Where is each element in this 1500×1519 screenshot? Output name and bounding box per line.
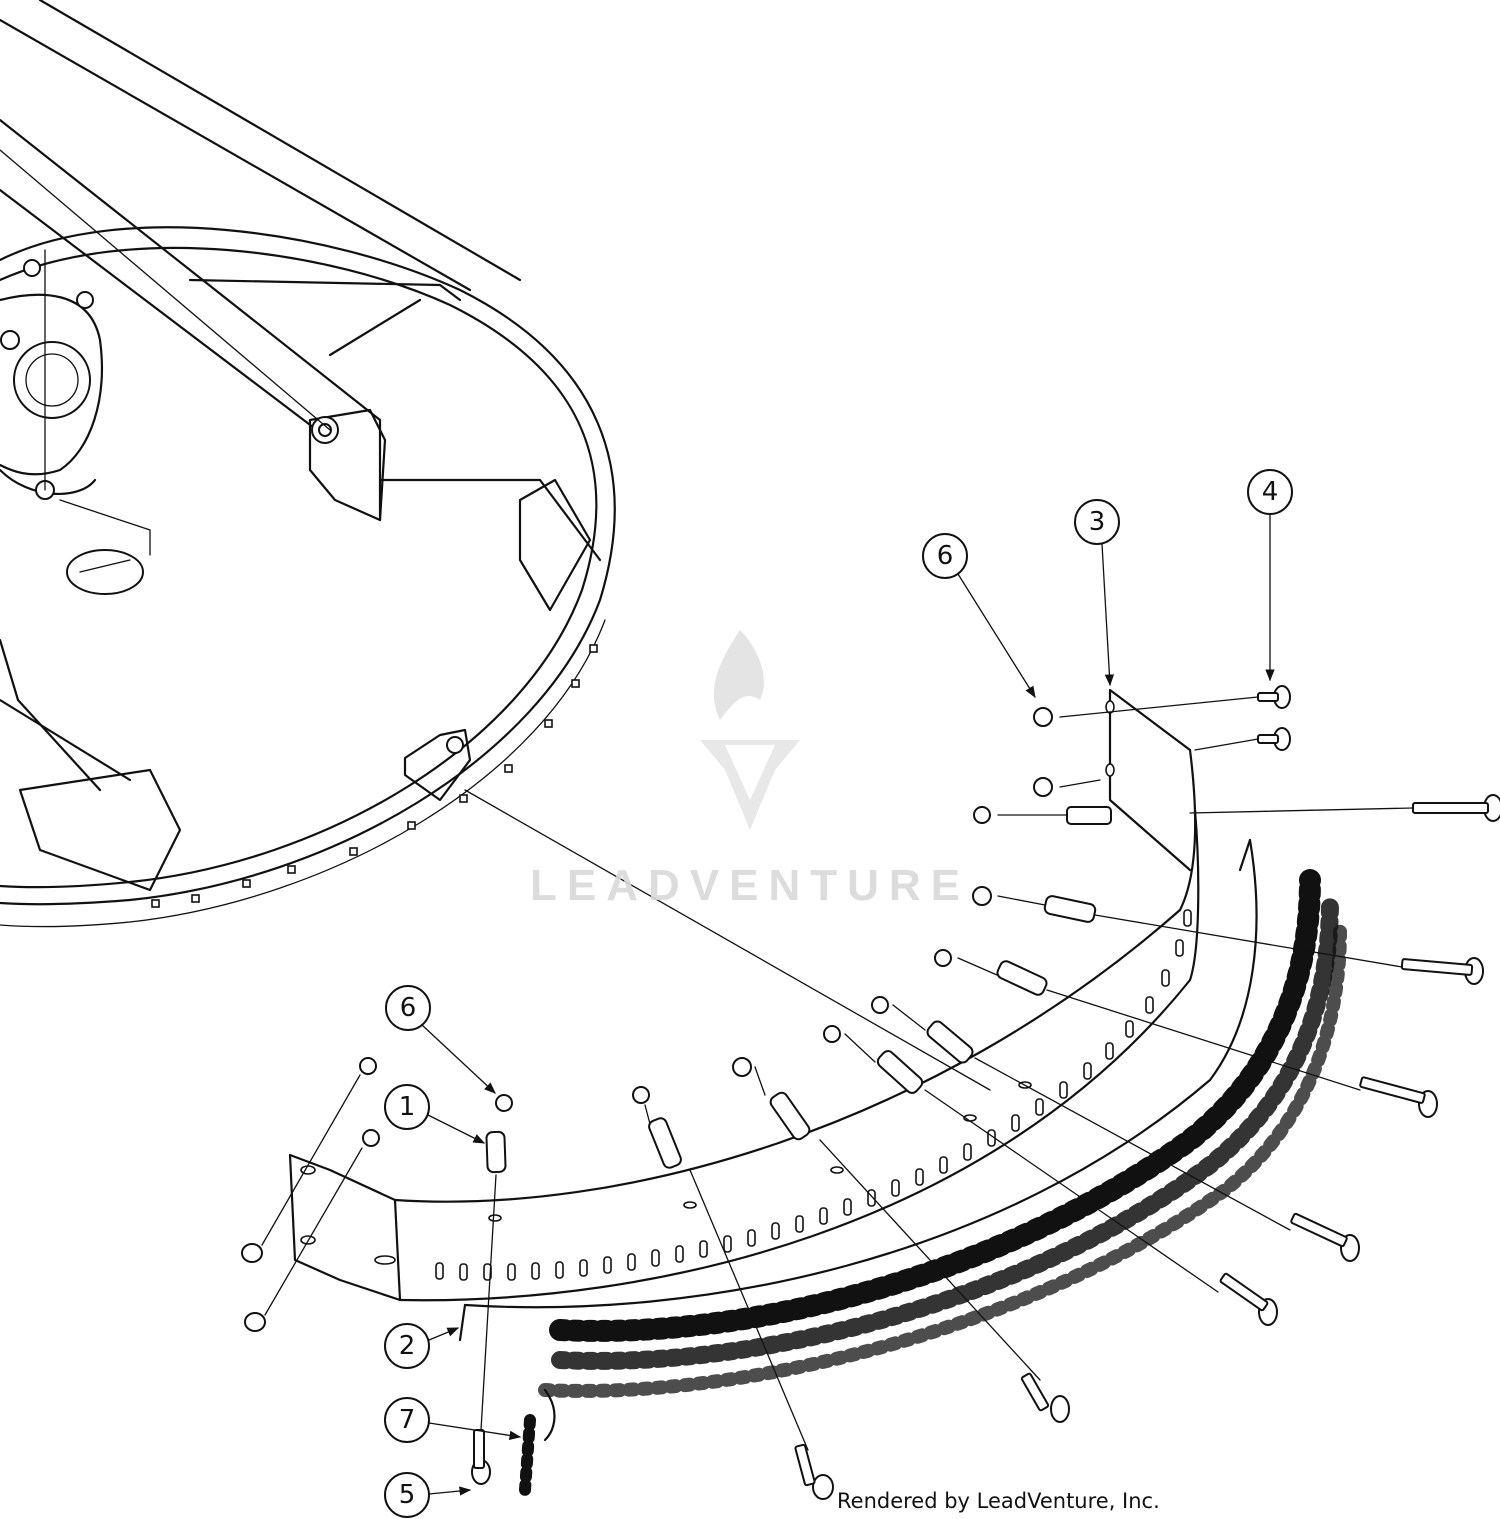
callout-1-label: 1 [399, 1092, 416, 1122]
callout-2-label: 2 [399, 1331, 416, 1361]
deflector-band [288, 688, 1200, 1302]
callout-7-label: 7 [399, 1405, 416, 1435]
credit-text: Rendered by LeadVenture, Inc. [837, 1489, 1160, 1513]
callout-5-label: 5 [399, 1480, 416, 1510]
callout-2: 2 [384, 1323, 460, 1369]
callout-4-label: 4 [1262, 477, 1279, 507]
callout-3: 3 [1074, 499, 1120, 687]
watermark-text: LEADVENTURE [530, 861, 970, 910]
callout-7: 7 [384, 1397, 522, 1443]
callout-6-lower: 6 [385, 985, 496, 1094]
chain-curtain [519, 869, 1347, 1496]
callout-4: 4 [1247, 469, 1293, 682]
support-rod [458, 838, 1258, 1342]
callout-5: 5 [384, 1472, 472, 1518]
callout-6-upper-label: 6 [937, 541, 954, 571]
callout-6-upper: 6 [922, 533, 1036, 698]
callout-3-label: 3 [1089, 507, 1106, 537]
watermark-logo: LEADVENTURE [530, 630, 970, 910]
mower-deck [0, 0, 991, 1091]
hardware [241, 685, 1500, 1500]
callout-1: 1 [384, 1084, 486, 1144]
callout-6-lower-label: 6 [400, 993, 417, 1023]
